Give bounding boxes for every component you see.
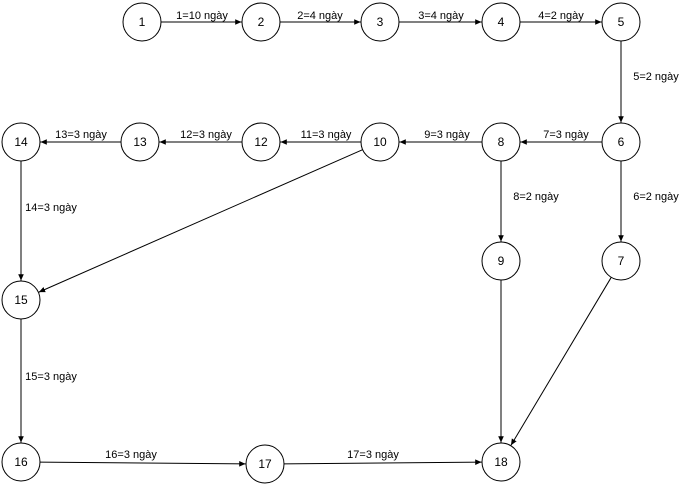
- node-14: 14: [1, 122, 41, 162]
- node-7: 7: [601, 241, 641, 281]
- node-9: 9: [481, 241, 521, 281]
- node-4: 4: [481, 2, 521, 42]
- node-10: 10: [360, 122, 400, 162]
- node-circle-8: [481, 122, 521, 162]
- node-3: 3: [360, 2, 400, 42]
- edge-8-10: 9=3 ngày: [399, 129, 482, 145]
- edge-4-5: 4=2 ngày: [520, 10, 602, 25]
- edge-13-14: 13=3 ngày: [40, 129, 121, 145]
- node-label-16: 16: [14, 455, 28, 469]
- node-label-14: 14: [14, 135, 28, 149]
- edge-label-6-7: 6=2 ngày: [633, 191, 679, 203]
- node-circle-2: [241, 2, 281, 42]
- node-1: 1: [122, 2, 162, 42]
- node-label-5: 5: [618, 15, 625, 29]
- edge-10-15: [38, 149, 363, 293]
- edges-layer: 1=10 ngày 2=4 ngày 3=4 ngày 4=2 ngày 5=2 ngà…: [18, 10, 679, 467]
- edge-label-16-17: 16=3 ngày: [105, 449, 157, 461]
- edge-6-8: 7=3 ngày: [520, 129, 602, 145]
- node-circle-12: [241, 122, 281, 162]
- edge-label-8-10: 9=3 ngày: [424, 129, 470, 141]
- edge-arrow-7-18: [510, 277, 612, 446]
- edge-16-17: 16=3 ngày: [39, 449, 246, 467]
- node-circle-7: [601, 241, 641, 281]
- node-label-10: 10: [373, 135, 387, 149]
- edge-15-16: 15=3 ngày: [18, 319, 77, 443]
- edge-arrow-16-17: [39, 460, 246, 467]
- edge-label-13-14: 13=3 ngày: [55, 129, 107, 141]
- edge-label-10-12: 11=3 ngày: [301, 129, 352, 141]
- node-label-18: 18: [494, 455, 508, 469]
- edge-1-2: 1=10 ngày: [161, 10, 242, 25]
- node-label-13: 13: [133, 135, 147, 149]
- edge-label-8-9: 8=2 ngày: [513, 191, 559, 203]
- node-label-8: 8: [498, 135, 505, 149]
- node-2: 2: [241, 2, 281, 42]
- edge-label-2-3: 2=4 ngày: [297, 10, 343, 22]
- node-circle-10: [360, 122, 400, 162]
- node-circle-14: [1, 122, 41, 162]
- edge-3-4: 3=4 ngày: [399, 10, 482, 25]
- edge-label-1-2: 1=10 ngày: [176, 10, 228, 22]
- edge-10-12: 11=3 ngày: [280, 129, 361, 145]
- edge-arrow-10-15: [38, 149, 363, 293]
- edge-label-5-6: 5=2 ngày: [633, 71, 679, 83]
- node-circle-13: [120, 122, 160, 162]
- edge-label-17-18: 17=3 ngày: [347, 449, 399, 461]
- node-circle-18: [481, 442, 521, 482]
- edge-6-7: 6=2 ngày: [618, 161, 679, 242]
- node-label-3: 3: [377, 15, 384, 29]
- node-label-7: 7: [618, 254, 625, 268]
- edge-label-4-5: 4=2 ngày: [538, 10, 584, 22]
- edge-17-18: 17=3 ngày: [283, 449, 482, 466]
- node-8: 8: [481, 122, 521, 162]
- node-label-17: 17: [258, 457, 272, 471]
- edge-arrow-17-18: [283, 459, 482, 466]
- node-6: 6: [601, 122, 641, 162]
- node-15: 15: [1, 280, 41, 320]
- node-13: 13: [120, 122, 160, 162]
- node-17: 17: [245, 444, 285, 484]
- edge-5-6: 5=2 ngày: [618, 41, 679, 123]
- node-circle-1: [122, 2, 162, 42]
- edge-label-12-13: 12=3 ngày: [180, 129, 232, 141]
- node-circle-17: [245, 444, 285, 484]
- node-label-15: 15: [14, 293, 28, 307]
- edge-7-18: [510, 277, 612, 446]
- node-label-1: 1: [139, 15, 146, 29]
- node-circle-3: [360, 2, 400, 42]
- node-18: 18: [481, 442, 521, 482]
- node-circle-4: [481, 2, 521, 42]
- node-circle-16: [1, 442, 41, 482]
- node-5: 5: [601, 2, 641, 42]
- node-label-4: 4: [498, 15, 505, 29]
- edge-14-15: 14=3 ngày: [18, 161, 77, 281]
- node-label-9: 9: [498, 254, 505, 268]
- node-circle-9: [481, 241, 521, 281]
- node-label-6: 6: [618, 135, 625, 149]
- edge-8-9: 8=2 ngày: [498, 161, 559, 242]
- node-circle-15: [1, 280, 41, 320]
- node-12: 12: [241, 122, 281, 162]
- node-circle-5: [601, 2, 641, 42]
- edge-label-14-15: 14=3 ngày: [25, 202, 77, 214]
- node-circle-6: [601, 122, 641, 162]
- edge-label-3-4: 3=4 ngày: [418, 10, 464, 22]
- node-16: 16: [1, 442, 41, 482]
- edge-label-15-16: 15=3 ngày: [25, 371, 77, 383]
- edge-label-6-8: 7=3 ngày: [543, 129, 589, 141]
- edge-12-13: 12=3 ngày: [159, 129, 242, 145]
- edge-2-3: 2=4 ngày: [280, 10, 361, 25]
- node-label-2: 2: [258, 15, 265, 29]
- node-label-12: 12: [254, 135, 268, 149]
